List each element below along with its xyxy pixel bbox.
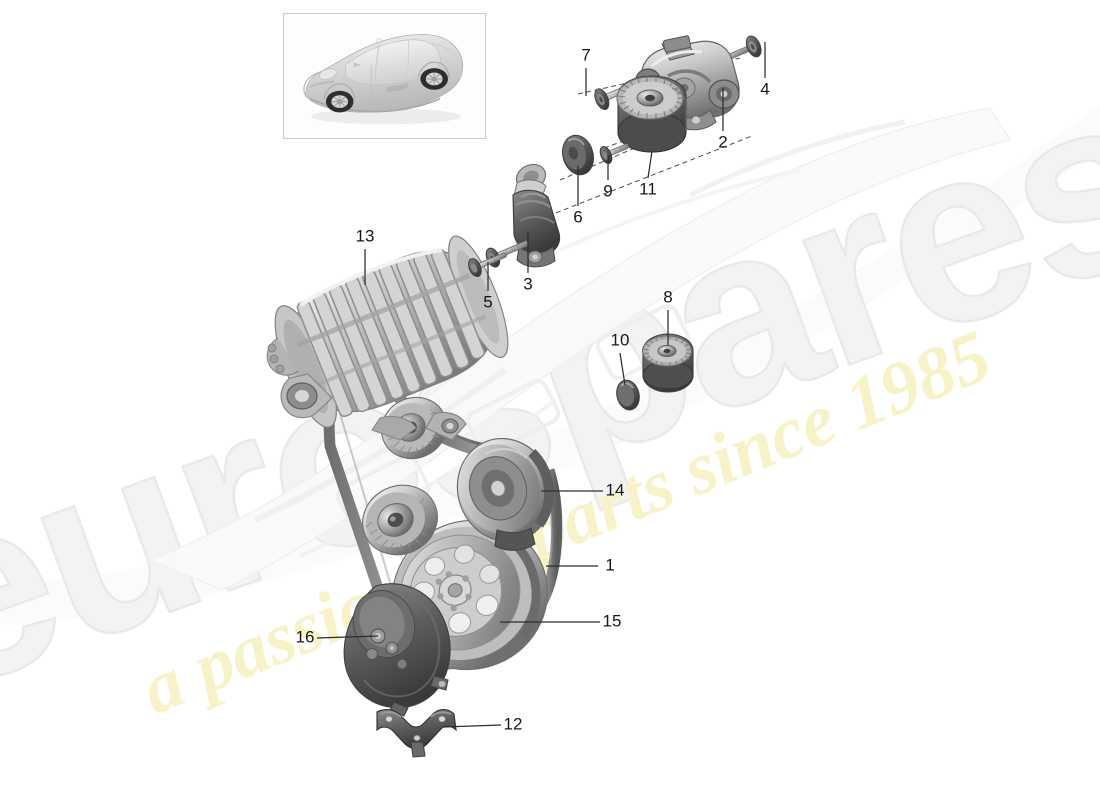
vehicle-thumbnail <box>283 13 486 139</box>
callout-number-8: 8 <box>663 287 672 306</box>
callout-number-3: 3 <box>523 274 532 293</box>
cap <box>616 379 640 411</box>
pulley-bolt <box>599 143 629 165</box>
callout-7: 7 <box>581 45 591 96</box>
callout-leader-11 <box>647 150 653 179</box>
idler-pulley <box>641 333 694 393</box>
vehicle-thumbnail-image <box>303 34 464 125</box>
callout-14: 14 <box>541 480 624 499</box>
callout-number-15: 15 <box>603 611 622 630</box>
callout-leader-16 <box>316 635 379 639</box>
callout-number-1: 1 <box>605 555 614 574</box>
engine-block-backdrop <box>148 107 1012 591</box>
watermark-swoosh <box>0 105 1100 625</box>
callout-leader-12 <box>442 724 502 728</box>
belt-guard-bracket <box>376 708 457 758</box>
ac-compressor-pulley <box>456 437 555 551</box>
callout-16: 16 <box>296 627 379 646</box>
callout-leader-10 <box>619 352 626 386</box>
lower-deflection-roller <box>362 484 438 556</box>
callout-number-14: 14 <box>606 480 625 499</box>
callout-10: 10 <box>611 330 630 386</box>
callout-1: 1 <box>546 555 615 574</box>
pulley-washer <box>562 134 594 176</box>
callout-8: 8 <box>663 287 673 345</box>
callout-number-2: 2 <box>718 132 727 151</box>
alternator <box>266 235 509 441</box>
callout-number-10: 10 <box>611 330 630 349</box>
callout-number-7: 7 <box>581 45 590 64</box>
callout-9: 9 <box>603 155 613 200</box>
callout-15: 15 <box>500 611 621 630</box>
belt-tensioner-damper <box>512 163 561 268</box>
callout-11: 11 <box>639 150 657 198</box>
callout-number-6: 6 <box>573 207 582 226</box>
air-conditioning-compressor <box>343 583 451 717</box>
callout-3: 3 <box>523 231 533 293</box>
callout-12: 12 <box>442 714 523 733</box>
callout-number-12: 12 <box>504 714 523 733</box>
callout-number-4: 4 <box>760 79 769 98</box>
callout-5: 5 <box>483 262 493 311</box>
callout-number-16: 16 <box>296 627 315 646</box>
callout-number-11: 11 <box>639 179 657 198</box>
callout-number-9: 9 <box>603 181 612 200</box>
callout-2: 2 <box>718 88 728 151</box>
callout-number-13: 13 <box>356 226 375 245</box>
callout-4: 4 <box>760 42 770 98</box>
tensioning-roller <box>616 75 687 153</box>
callout-number-5: 5 <box>483 292 492 311</box>
callout-6: 6 <box>573 166 583 226</box>
callout-13: 13 <box>356 226 375 285</box>
alternator-mounting-bolt <box>468 252 507 278</box>
